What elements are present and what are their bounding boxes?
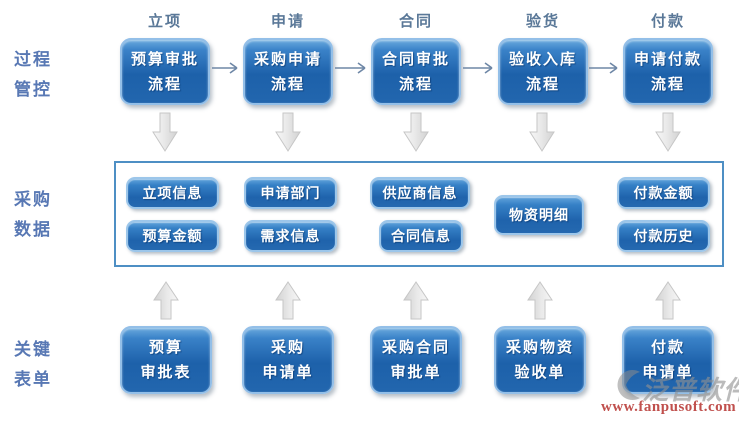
flow-arrow-right-icon [463,62,493,74]
box-text-line: 采购合同 [381,339,450,356]
box-text-line: 申请单 [642,364,694,381]
flow-arrow-right-icon [212,62,238,74]
stage-header-inspection: 验货 [525,13,560,30]
arrow-down-icon [655,112,681,152]
form-box-purchase-request-form: 采购 申请单 [242,326,334,394]
data-box-budget-amount: 预算金额 [126,220,219,252]
arrow-up-icon [403,281,429,320]
box-text-line: 合同审批 [381,50,450,68]
box-text-line: 验收单 [514,364,566,381]
stage-header-request: 申请 [270,13,305,30]
box-text-line: 预算 [148,339,183,356]
box-text-line: 流程 [650,75,685,93]
arrow-down-icon [275,112,301,152]
box-text-line: 验收入库 [508,50,577,68]
arrow-down-icon [152,112,178,152]
form-box-payment-request-form: 付款 申请单 [622,326,714,394]
row-label-process-control: 过程 管控 [14,45,74,105]
box-text-line: 付款 [650,339,685,356]
arrow-up-icon [275,281,301,320]
arrow-up-icon [655,281,681,320]
arrow-down-icon [403,112,429,152]
data-box-project-info: 立项信息 [126,177,219,209]
row-label-line: 采购 [14,190,52,209]
stage-header-project: 立项 [147,13,182,30]
process-box-contract-approval: 合同审批 流程 [371,38,461,105]
box-text-line: 采购 [270,339,305,356]
box-text-line: 审批单 [390,364,442,381]
brand-url: www.fanpusoft.com [601,399,737,415]
arrow-up-icon [527,281,553,320]
process-box-payment-request: 申请付款 流程 [623,38,713,105]
box-text-line: 流程 [398,75,433,93]
process-box-budget-approval: 预算审批 流程 [120,38,210,105]
row-label-line: 过程 [14,50,52,69]
data-box-supplier-info: 供应商信息 [370,177,470,209]
row-label-line: 表单 [14,370,52,389]
process-box-receiving-warehousing: 验收入库 流程 [498,38,588,105]
brand-logo-icon [617,370,640,400]
box-text-line: 采购物资 [505,339,574,356]
process-box-purchase-request: 采购申请 流程 [243,38,333,105]
row-label-line: 关键 [14,340,52,359]
box-text-line: 预算审批 [130,50,199,68]
row-label-purchase-data: 采购 数据 [14,185,74,245]
box-text-line: 流程 [525,75,560,93]
flow-arrow-right-icon [589,62,618,74]
row-label-key-forms: 关键 表单 [14,335,74,395]
flow-arrow-right-icon [335,62,366,74]
row-label-line: 数据 [14,220,52,239]
form-box-budget-approval-form: 预算 审批表 [120,326,212,394]
box-text-line: 流程 [147,75,182,93]
form-box-material-acceptance-form: 采购物资 验收单 [494,326,586,394]
data-box-material-detail: 物资明细 [494,195,584,235]
stage-header-contract: 合同 [398,13,433,30]
box-text-line: 流程 [270,75,305,93]
box-text-line: 采购申请 [253,50,322,68]
row-label-line: 管控 [14,80,52,99]
box-text-line: 申请单 [262,364,314,381]
box-text-line: 申请付款 [633,50,702,68]
data-box-payment-history: 付款历史 [617,220,710,252]
arrow-down-icon [529,112,555,152]
stage-header-payment: 付款 [650,13,685,30]
arrow-up-icon [153,281,179,320]
data-box-contract-info: 合同信息 [379,220,463,252]
data-box-demand-info: 需求信息 [244,220,337,252]
box-text-line: 审批表 [140,364,192,381]
brand-watermark: 泛普软件 [642,375,739,405]
form-box-contract-approval-form: 采购合同 审批单 [370,326,462,394]
data-box-request-department: 申请部门 [244,177,337,209]
data-box-payment-amount: 付款金额 [617,177,710,209]
